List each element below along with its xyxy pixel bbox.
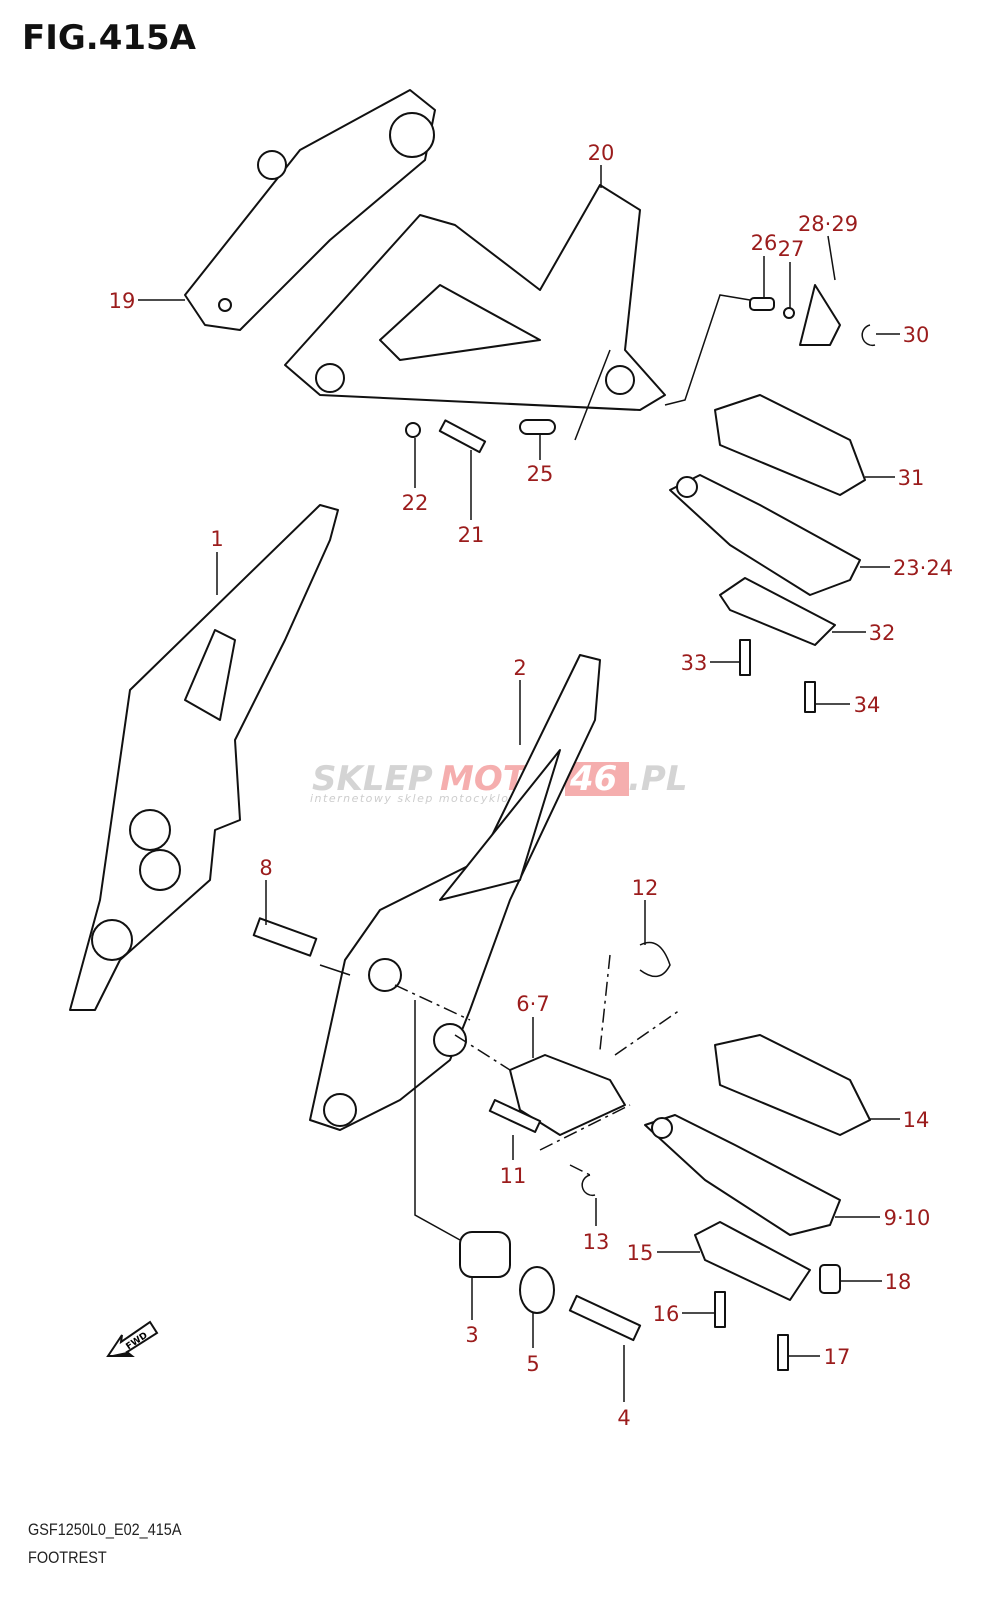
part-15-plate <box>694 1221 811 1301</box>
callout-20: 20 <box>588 141 615 165</box>
callout-17: 17 <box>824 1345 851 1369</box>
callout-14: 14 <box>903 1108 930 1132</box>
part-4-bolt <box>568 1294 642 1342</box>
callout-21: 21 <box>458 523 485 547</box>
callout-34: 34 <box>854 693 881 717</box>
part-34-bolt <box>804 681 816 713</box>
callout-30: 30 <box>903 323 930 347</box>
part-19-bracket <box>184 89 436 331</box>
callout-19: 19 <box>109 289 136 313</box>
part-22-washer <box>405 422 421 438</box>
callout-33: 33 <box>681 651 708 675</box>
callout-3: 3 <box>465 1323 478 1347</box>
part-17-bolt <box>777 1334 789 1371</box>
part-21-bolt <box>438 419 487 454</box>
part-23-footrest <box>669 474 861 596</box>
leader-lines <box>138 165 900 1402</box>
watermark: SKLEP MOTO 46 .PL internetowy sklep moto… <box>310 759 688 805</box>
watermark-tagline: internetowy sklep motocyklowy <box>310 792 528 805</box>
callout-15: 15 <box>627 1241 654 1265</box>
watermark-part3: 46 <box>569 759 617 799</box>
callout-11: 11 <box>500 1164 527 1188</box>
diagram-code: GSF1250L0_E02_415A <box>28 1520 182 1539</box>
callout-26: 26 <box>751 231 778 255</box>
callout-8: 8 <box>259 856 272 880</box>
part-25-pin <box>519 419 556 435</box>
part-33-bolt <box>739 639 751 676</box>
callout-16: 16 <box>653 1302 680 1326</box>
callout-23-24: 23·24 <box>893 556 953 580</box>
part-8-bolt <box>252 917 318 957</box>
watermark-part4: .PL <box>628 759 688 799</box>
part-28-plate <box>799 284 841 346</box>
diagram-caption: FOOTREST <box>28 1548 107 1567</box>
part-13-clip <box>581 1174 596 1197</box>
watermark-part1: SKLEP <box>312 759 433 799</box>
part-1-plate <box>69 504 339 1011</box>
callout-18: 18 <box>885 1270 912 1294</box>
part-11-pin <box>488 1098 542 1134</box>
watermark-box <box>565 762 629 796</box>
callout-28-29: 28·29 <box>798 212 858 236</box>
callout-6-7: 6·7 <box>516 992 549 1016</box>
callout-labels: 19 20 26 27 28·29 30 31 23·24 32 33 34 2… <box>109 141 953 1430</box>
callout-27: 27 <box>778 237 805 261</box>
callout-2: 2 <box>513 656 526 680</box>
callout-25: 25 <box>527 462 554 486</box>
part-26-spring <box>749 297 775 311</box>
part-18-nut <box>819 1264 841 1294</box>
part-3-collar <box>459 1231 511 1278</box>
callout-22: 22 <box>402 491 429 515</box>
part-16-bolt <box>714 1291 726 1328</box>
figure-title: FIG.415A <box>22 18 196 58</box>
part-5-washer <box>519 1266 555 1314</box>
callout-4: 4 <box>617 1406 630 1430</box>
callout-9-10: 9·10 <box>884 1206 931 1230</box>
part-30-clip <box>861 324 876 347</box>
callout-32: 32 <box>869 621 896 645</box>
part-27-ball <box>783 307 795 319</box>
part-2-plate <box>309 654 601 1131</box>
callout-13: 13 <box>583 1230 610 1254</box>
callout-12: 12 <box>632 876 659 900</box>
callout-1: 1 <box>210 527 223 551</box>
fwd-arrow-icon: FWD <box>106 1320 159 1357</box>
callout-5: 5 <box>526 1352 539 1376</box>
part-14-rubber <box>714 1034 871 1136</box>
part-9-footrest <box>644 1114 841 1236</box>
part-20-bracket <box>284 184 666 411</box>
part-31-rubber <box>714 394 866 496</box>
callout-31: 31 <box>898 466 925 490</box>
part-12-spring <box>639 941 671 978</box>
part-6-pivot <box>509 1054 626 1136</box>
part-32-plate <box>719 577 836 646</box>
small-parts <box>252 284 876 1371</box>
